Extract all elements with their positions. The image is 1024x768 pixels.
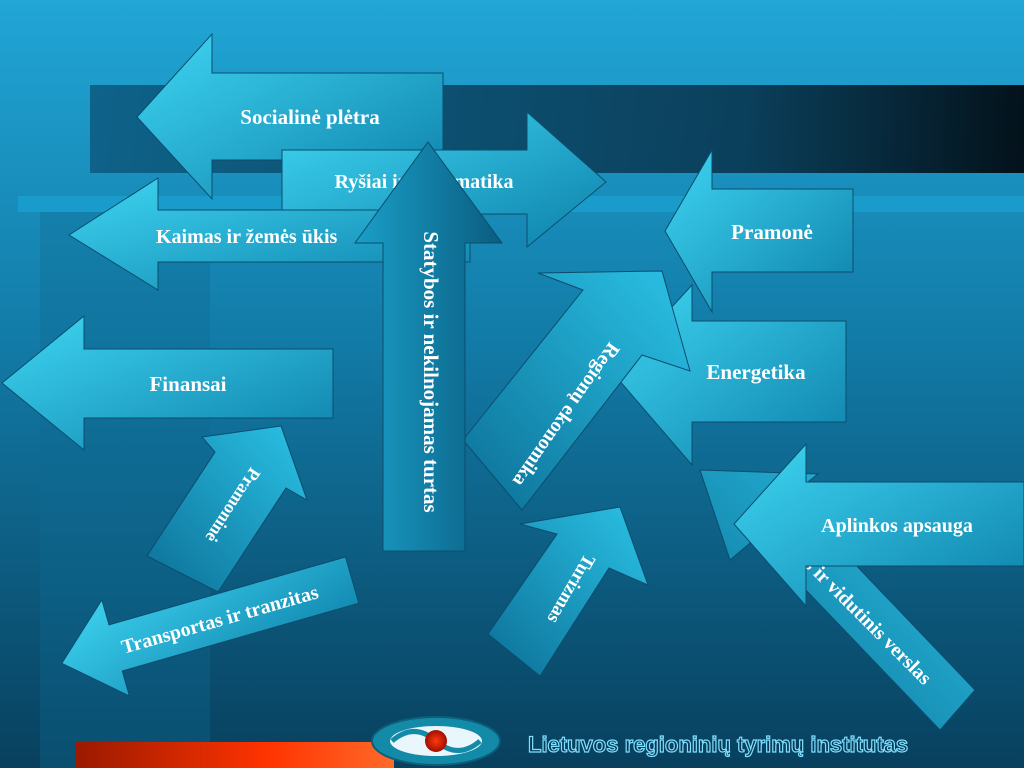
arrow-label: Aplinkos apsauga — [821, 515, 973, 537]
footer-bar — [76, 742, 394, 768]
arrow-label: Pramonė — [731, 220, 813, 244]
arrow-statybos: Statybos ir nekilnojamas turtas — [354, 141, 503, 552]
arrow-label: Finansai — [149, 372, 226, 396]
arrow-finansai: Finansai — [1, 314, 334, 452]
arrow-label: Socialinė plėtra — [240, 105, 380, 129]
arrow-aplinkos-apsauga: Aplinkos apsauga — [733, 442, 1024, 608]
background-column — [40, 212, 210, 768]
institute-name: Lietuvos regioninių tyrimų institutas — [528, 732, 908, 757]
institute-logo — [371, 716, 501, 766]
arrow-label: Statybos ir nekilnojamas turtas — [419, 231, 443, 512]
arrow-label: Kaimas ir žemės ūkis — [156, 226, 338, 248]
arrow-pramonine: Pramoninė — [146, 425, 308, 593]
arrow-label: Energetika — [706, 360, 806, 384]
arrow-pramone: Pramonė — [664, 148, 854, 314]
